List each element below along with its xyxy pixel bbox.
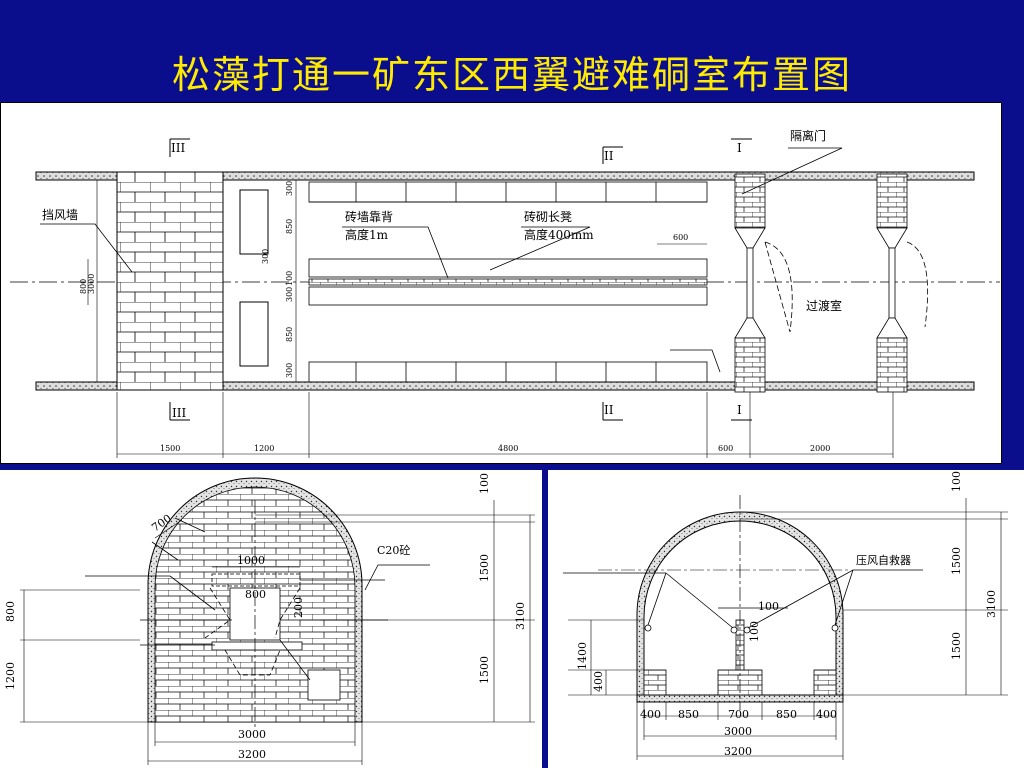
dim-b400b: 400 bbox=[816, 708, 837, 721]
door-2 bbox=[876, 173, 928, 393]
label-isolation-door: 隔离门 bbox=[790, 128, 826, 143]
dim-bottom-3000: 3000 bbox=[238, 728, 266, 741]
dim-b400a: 400 bbox=[640, 708, 661, 721]
dim-300c: 300 bbox=[285, 287, 294, 302]
dim-300d: 300 bbox=[285, 363, 294, 378]
section-mark-iii-top: III bbox=[171, 141, 185, 155]
dim-b850b: 850 bbox=[776, 708, 797, 721]
label-bench: 砖砌长凳 bbox=[524, 209, 572, 224]
plan-frame bbox=[0, 102, 1002, 464]
dim-left-800: 800 bbox=[79, 279, 88, 294]
dim-600: 600 bbox=[673, 233, 688, 242]
section-mark-i-top: I bbox=[737, 141, 742, 155]
dim-850a: 850 bbox=[285, 219, 294, 234]
dim-1000: 1000 bbox=[237, 554, 265, 567]
dim-4800: 4800 bbox=[498, 444, 518, 453]
dim-100-v: 100 bbox=[748, 621, 761, 642]
dim-bottom-3200: 3200 bbox=[238, 748, 266, 761]
center-back-wall bbox=[308, 258, 708, 306]
dim-300b: 300 bbox=[261, 249, 270, 264]
bench-top bbox=[308, 181, 708, 203]
dim-bottom-3200: 3200 bbox=[724, 745, 752, 758]
dim-300a: 300 bbox=[285, 181, 294, 196]
dim-left-3000: 3000 bbox=[87, 274, 96, 294]
label-brick-back: 砖墙靠背 bbox=[345, 209, 393, 224]
dim-100: 100 bbox=[285, 271, 294, 286]
dim-right-100: 100 bbox=[950, 471, 963, 492]
wind-wall bbox=[116, 171, 224, 391]
dim-2000: 2000 bbox=[810, 444, 830, 453]
opening-bottom bbox=[239, 301, 269, 367]
dim-right-1500a: 1500 bbox=[950, 547, 963, 575]
dim-left-800: 800 bbox=[4, 601, 17, 622]
label-transition-room: 过渡室 bbox=[806, 298, 842, 313]
bench-right bbox=[813, 669, 837, 696]
dim-1200: 1200 bbox=[254, 444, 274, 453]
dim-100-h: 100 bbox=[758, 600, 779, 613]
page-title: 松藻打通一矿东区西翼避难硐室布置图 bbox=[171, 53, 852, 97]
dim-800: 800 bbox=[245, 588, 266, 601]
section-chamber: 压风自救器 100 100 1400 400 100 1500 1500 310… bbox=[548, 470, 1024, 768]
dim-right-100: 100 bbox=[478, 473, 491, 494]
opening-top bbox=[239, 189, 269, 255]
section-mark-ii-top: II bbox=[604, 149, 614, 163]
section-mark-iii-bottom: III bbox=[172, 406, 186, 420]
label-self-rescuer: 压风自救器 bbox=[856, 553, 911, 567]
dim-right-1500b: 1500 bbox=[950, 632, 963, 660]
dim-right-1500a: 1500 bbox=[478, 554, 491, 582]
section-wind-wall: 700 C20砼 1000 800 200 800 1200 100 1500 … bbox=[0, 470, 542, 768]
dim-right-3100: 3100 bbox=[985, 590, 998, 618]
label-wind-wall: 挡风墙 bbox=[42, 208, 78, 222]
dim-right-1500b: 1500 bbox=[478, 656, 491, 684]
dim-600-bottom: 600 bbox=[718, 444, 733, 453]
label-c20: C20砼 bbox=[377, 544, 410, 557]
door-1 bbox=[734, 173, 793, 393]
dim-400-left: 400 bbox=[592, 671, 605, 692]
dim-1400: 1400 bbox=[576, 642, 589, 670]
section-mark-i-bottom: I bbox=[737, 403, 742, 417]
label-back-height: 高度1m bbox=[345, 227, 389, 242]
section-mark-ii-bottom: II bbox=[604, 403, 614, 417]
label-bench-height: 高度400mm bbox=[524, 227, 594, 242]
dim-left-1200: 1200 bbox=[4, 662, 17, 690]
dim-b700: 700 bbox=[728, 708, 749, 721]
bench-bottom bbox=[308, 361, 708, 383]
dim-bottom-3000: 3000 bbox=[724, 725, 752, 738]
dim-1500: 1500 bbox=[160, 444, 180, 453]
plan-view: III III II II I I 挡风墙 砖墙靠背 高度1m 砖砌长凳 高度4… bbox=[0, 102, 1002, 464]
dim-200: 200 bbox=[292, 597, 305, 618]
dim-b850a: 850 bbox=[678, 708, 699, 721]
wall-top bbox=[35, 171, 975, 181]
dim-right-3100: 3100 bbox=[514, 602, 527, 630]
dim-850b: 850 bbox=[285, 327, 294, 342]
bench-left bbox=[643, 669, 667, 696]
